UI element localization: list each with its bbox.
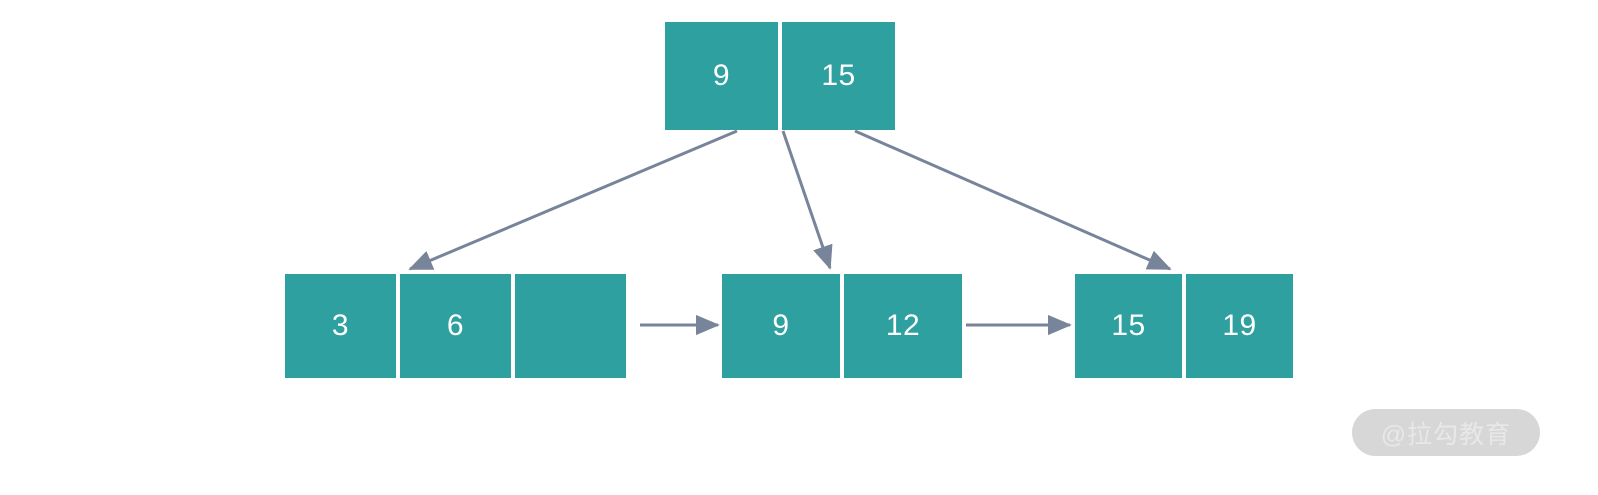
leaf-2-cell-0[interactable]: 9 bbox=[722, 274, 840, 378]
edge-root-to-leaf-2 bbox=[781, 130, 833, 270]
watermark-label: @拉勾教育 bbox=[1380, 420, 1512, 449]
leaf-node-1[interactable]: 3 6 bbox=[285, 274, 626, 378]
leaf-2-cell-1[interactable]: 12 bbox=[844, 274, 962, 378]
watermark-badge: @拉勾教育 bbox=[1352, 409, 1540, 456]
leaf-3-cell-0[interactable]: 15 bbox=[1075, 274, 1182, 378]
leaf-1-cell-0[interactable]: 3 bbox=[285, 274, 396, 378]
leaf-1-cell-2-empty[interactable] bbox=[515, 274, 626, 378]
leaf-node-3[interactable]: 15 19 bbox=[1075, 274, 1293, 378]
edge-root-to-leaf-1 bbox=[408, 129, 738, 271]
leaf-1-cell-1[interactable]: 6 bbox=[400, 274, 511, 378]
root-node[interactable]: 9 15 bbox=[665, 22, 895, 130]
root-cell-1[interactable]: 15 bbox=[782, 22, 895, 130]
root-cell-0[interactable]: 9 bbox=[665, 22, 778, 130]
edge-root-to-leaf-3 bbox=[854, 129, 1172, 271]
leaf-3-cell-1[interactable]: 19 bbox=[1186, 274, 1293, 378]
leaf-node-2[interactable]: 9 12 bbox=[722, 274, 962, 378]
